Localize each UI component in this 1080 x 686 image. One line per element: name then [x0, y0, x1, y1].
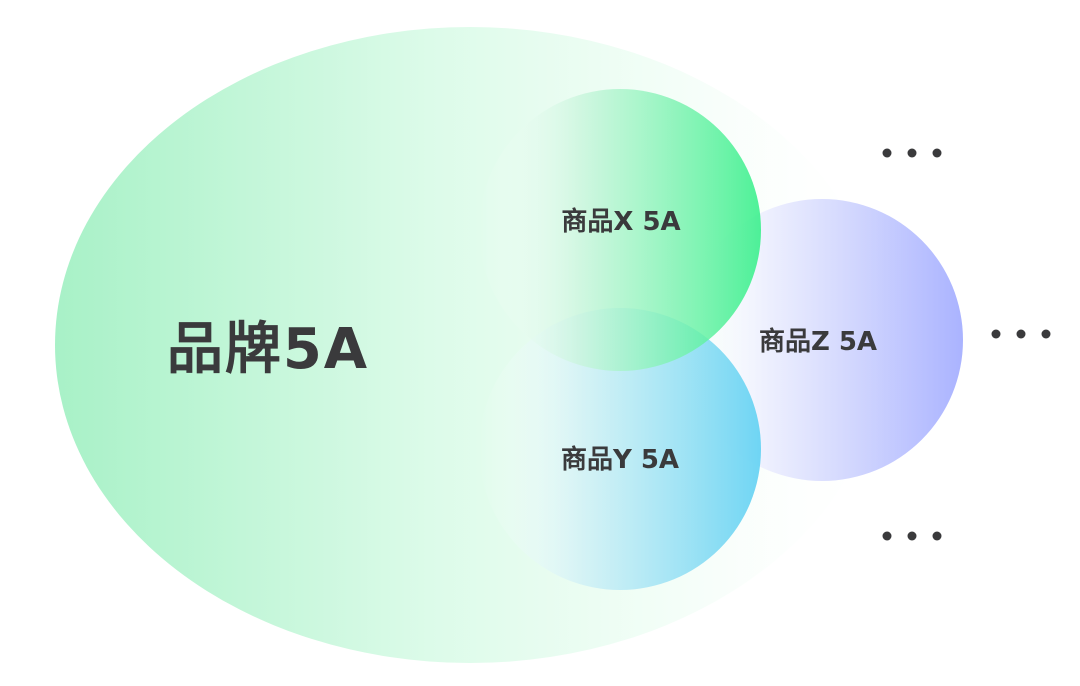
- item-x-label: 商品X 5A: [561, 206, 680, 237]
- ellipsis-right: [991, 329, 1051, 339]
- item-z-label: 商品Z 5A: [759, 326, 877, 357]
- item-y-label: 商品Y 5A: [561, 444, 679, 475]
- ellipsis-bottom: [882, 531, 942, 541]
- item-y-circle: [479, 308, 761, 590]
- item-x-circle: [479, 89, 761, 371]
- brand-label: 品牌5A: [167, 317, 369, 382]
- ellipsis-top: [882, 148, 942, 158]
